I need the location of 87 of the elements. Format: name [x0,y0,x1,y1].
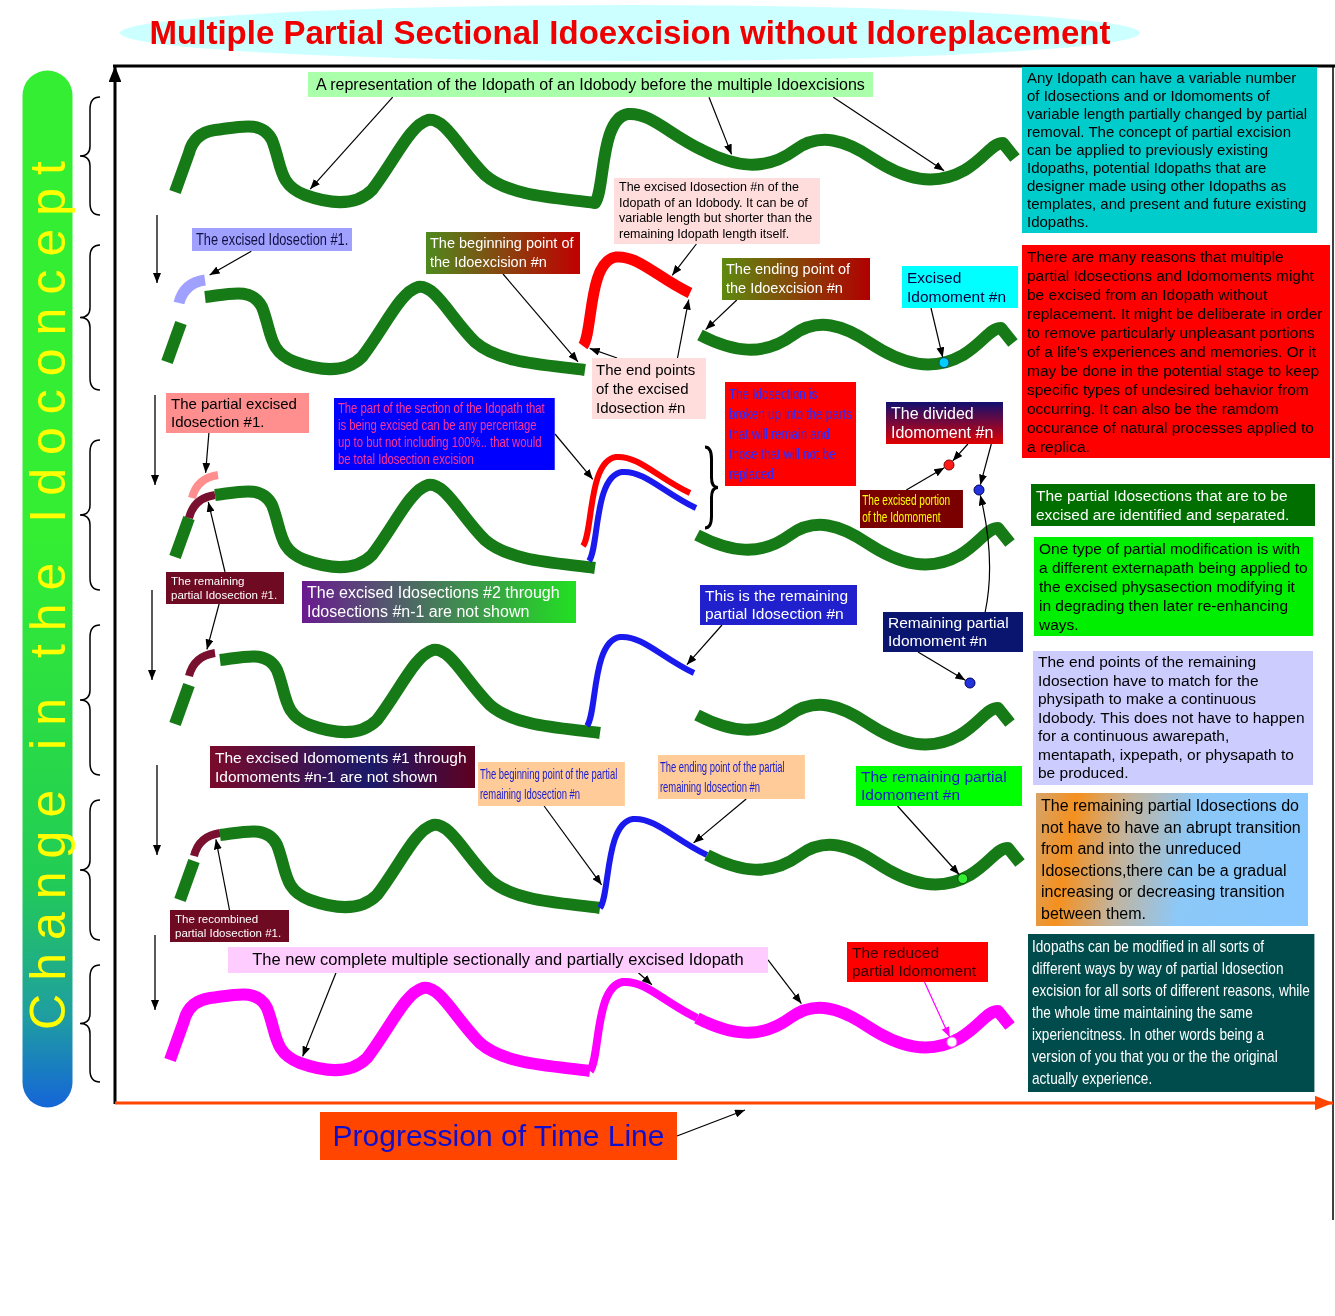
leader-arrow [979,443,992,486]
idopath-segment [204,281,586,376]
leader-arrow [209,250,252,276]
excised-idopath-curve [164,978,1015,1077]
remaining-part-curve [190,829,221,858]
callout-box: The ending point of the partial remaining Idosection #n [658,755,805,799]
callout-box: The excised Idosections #2 through Idosections #n-1 are not shown [302,581,576,623]
leader-arrow [554,433,594,480]
note-panel: Any Idopath can have a variable number of Idosections and or Idomoments of variable length partially changed by partial removal. The concept of partial excision can be applied to previously existing Idopaths, potential Idopaths that are designer made using other Idopaths as templates, and present and future existing Idopaths. [1022,67,1317,233]
idopath-segment [694,698,1015,751]
note-panel: The end points of the remaining Idosection have to match for the physipath to make a continuous Idobody. This does not have to happen for a continuous awarepath, mentapath, ixpepath, or physapath to be produced. [1033,651,1313,785]
remaining-part-curve [586,469,698,563]
callout-box: The remaining partial Idosection #1. [166,572,284,604]
leader-arrow [832,96,945,172]
leader-arrow [309,96,394,190]
callout-box: The part of the section of the Idopath that is being excised can be any percentage up to but not including 100%.. that would be total Idosection excision [334,398,555,470]
idopath-segment [169,682,195,727]
leader-arrow [767,959,802,1005]
note-panel: One type of partial modification is with a different externapath being applied to the excised physasection modifying it in degrading then later re-enhancing ways. [1034,537,1313,636]
idopath-segment [214,479,596,574]
callout-box: The Idosection is broken up into the parts that will remain and those that will not be replaced [725,382,856,486]
remaining-part-curve [185,649,216,678]
leader-arrow [637,972,653,986]
remaining-part-curve [584,634,696,728]
callout-box: The new complete multiple sectionally and partially excised Idopath [228,947,768,973]
leader-arrow [502,273,579,363]
dot-icon [973,484,985,496]
idopath-segment [219,644,601,739]
remaining-part-curve [597,816,709,910]
note-panel: Idopaths can be modified in all sorts of different ways by way of partial Idosection excision for all sorts of different reasons, while the whole time maintaining the same ixperiencitness. In other words being a version of you that you or the the original actually experience. [1028,934,1314,1092]
leader-arrow [896,805,960,876]
leader-arrow [676,1109,746,1137]
leader-arrow [676,299,691,359]
callout-box: The reduced partial Idomoment [847,942,988,982]
callout-box: Remaining partial Idomoment #n [883,612,1023,652]
callout-box: The remaining partial Idomoment #n [856,766,1022,806]
idopath-segment [169,515,195,560]
leader-arrow [705,299,738,331]
callout-box: A representation of the Idopath of an Idobody before the multiple Idoexcisions [308,72,873,98]
callout-box: The excised portion of the Idomoment [860,490,963,528]
callout-box: The recombined partial Idosection #1. [170,910,289,942]
callout-box: The end points of the excised Idosection #n [592,358,706,419]
leader-arrow [917,651,966,681]
excised-section-curve [173,274,206,305]
leader-arrow [693,798,747,844]
leader-arrow [671,243,697,276]
leader-arrow [202,432,211,474]
callout-box: This is the remaining partial Idosection #n [700,585,857,625]
leader-arrow [213,838,231,911]
axis-label-box: Progression of Time Line [320,1112,677,1160]
leader-arrow [708,96,733,155]
leader-arrow [543,805,603,886]
callout-box: The ending point of the Idoexcision #n [722,258,870,300]
excised-section-curve [578,251,693,349]
leader-arrow [206,501,226,573]
idopath-segment [219,819,601,914]
leader-arrow [302,972,337,1057]
callout-box: The beginning point of the Idoexcision #n [426,232,580,274]
dot-icon [943,459,955,471]
callout-box: The partial excised Idosection #1. [166,393,309,433]
idopath-curve [169,108,1020,209]
note-panel: The remaining partial Idosections do not have to have an abrupt transition from and into the unreduced Idosections,there can be a gradual increasing or decreasing transition between them. [1036,793,1308,926]
leader-arrow [923,981,951,1038]
idopath-segment [174,858,200,903]
callout-box: The excised Idomoments #1 through Idomoments #n-1 are not shown [210,746,475,788]
callout-box: The beginning point of the partial remaining Idosection #n [478,762,625,806]
dot-icon [964,677,976,689]
remaining-part-curve [185,491,216,520]
leader-arrow [952,443,969,462]
callout-box: The excised Idosection #1. [192,228,353,252]
callout-box: Excised Idomoment #n [902,266,1018,308]
leader-arrow [905,467,945,491]
leader-arrow [205,603,220,650]
callout-box: The excised Idosection #n of the Idopath of an Idobody. It can be of variable length but shorter than the remaining Idopath length itself. [614,178,820,244]
leader-arrow [589,347,618,359]
title: Multiple Partial Sectional Idoexcision without Idoreplacement [120,5,1140,61]
idopath-segment [704,838,1025,891]
excised-part-curve [188,471,219,500]
note-panel: The partial Idosections that are to be excised are identified and separated. [1031,484,1315,526]
idopath-segment [161,320,187,365]
leader-arrow [930,307,945,358]
idopath-segment [697,318,1018,371]
excised-part-curve [580,454,692,548]
leader-arrow [978,494,991,613]
leader-arrow [686,624,723,666]
note-panel: There are many reasons that multiple partial Idosections and Idomoments might be excised from an Idopath without replacement. It might be deliberate in order to remove particularly unpleasant portions of a life's experiences and memories. Or it may be done in the potential stage to keep specific types of undesired behavior from occurring. It can also be the ramdom occurance of natural processes applied to a replica. [1022,245,1330,458]
callout-box: The divided Idomoment #n [886,402,1003,444]
